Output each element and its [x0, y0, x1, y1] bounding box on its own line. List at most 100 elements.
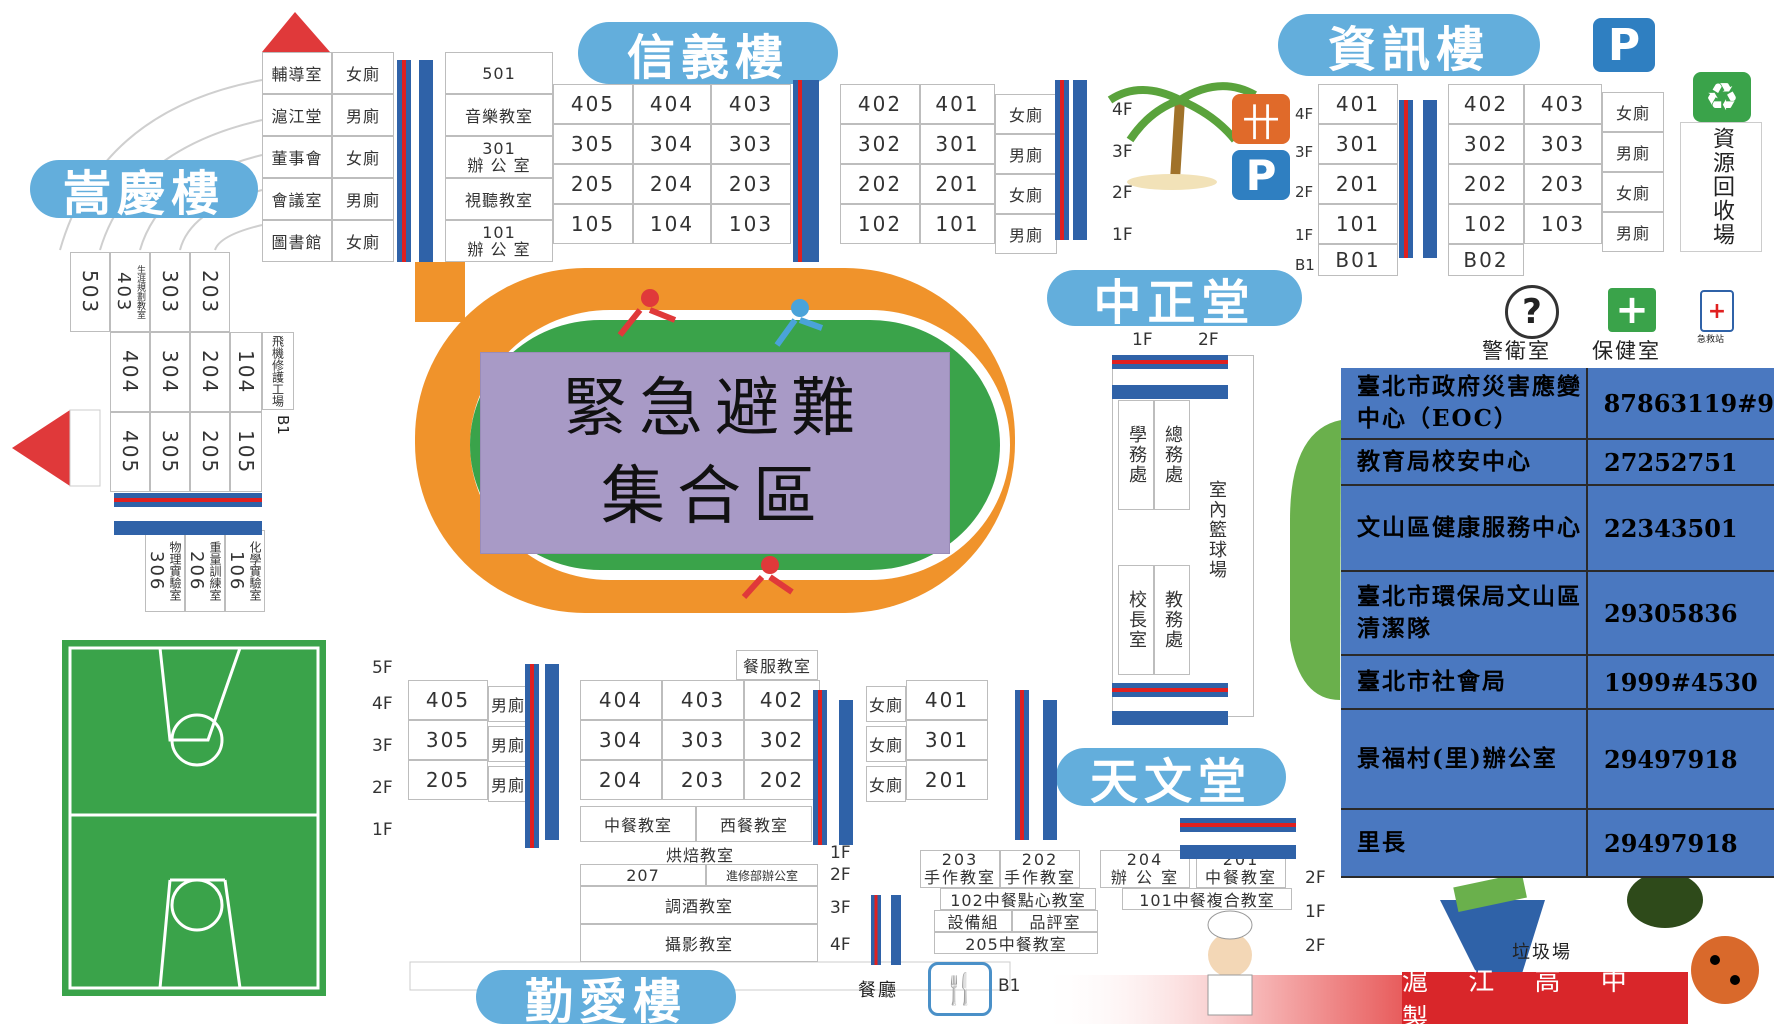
- room: 203: [190, 252, 230, 332]
- room: 輔導室: [262, 52, 332, 94]
- room: 204 辦 公 室: [1100, 850, 1190, 888]
- floor-label: 3F: [830, 898, 851, 918]
- room: 304: [633, 124, 711, 164]
- floor-label: 1F: [830, 843, 851, 863]
- floor-label: 2F: [1112, 183, 1133, 203]
- room: 104: [230, 332, 262, 412]
- room: 董事會: [262, 136, 332, 178]
- room: 202: [840, 164, 920, 204]
- contact-phone: 22343501: [1588, 486, 1774, 570]
- room: 男廁: [995, 134, 1057, 174]
- building-label-zhongzheng: 中正堂: [1047, 270, 1302, 331]
- health-room-label: 保健室: [1592, 339, 1661, 363]
- room: 302: [1448, 124, 1524, 164]
- room: 201 中餐教室: [1196, 850, 1286, 888]
- trash-label: 垃圾場: [1512, 942, 1572, 963]
- room: 203: [662, 760, 744, 800]
- room: 405: [408, 680, 488, 720]
- room: 305: [408, 720, 488, 760]
- floor-label: 2F: [830, 865, 851, 885]
- room: 405: [110, 412, 150, 492]
- help-icon: ?: [1505, 285, 1559, 339]
- contact-name: 里長: [1341, 810, 1588, 876]
- picnic-icon: 卄: [1232, 94, 1290, 145]
- room: 品評室: [1012, 910, 1098, 932]
- room-label: 辦 公 室: [1110, 868, 1180, 887]
- room: 103: [1524, 204, 1602, 244]
- room-number: 206: [186, 550, 207, 592]
- room: 201: [1318, 164, 1398, 204]
- contact-row: 里長 29497918: [1341, 810, 1774, 878]
- room-label: 手作教室: [923, 868, 996, 887]
- room-label: 辦 公 室: [467, 156, 531, 175]
- parking-icon: P: [1593, 18, 1655, 72]
- building-label-tianwen: 天文堂: [1056, 748, 1286, 810]
- room: 301: [1318, 124, 1398, 164]
- room: 403: [662, 680, 744, 720]
- room-label: 中餐教室: [1204, 868, 1277, 887]
- room-number: 202: [1021, 850, 1059, 869]
- room: 女廁: [1602, 92, 1664, 132]
- room: 301: [906, 720, 988, 760]
- contact-name: 景福村(里)辦公室: [1341, 710, 1588, 808]
- room-number: 203: [941, 850, 979, 869]
- room: 302: [840, 124, 920, 164]
- contact-phone: 27252751: [1588, 440, 1774, 484]
- floor-label: B1: [1295, 256, 1315, 274]
- room: 女廁: [332, 136, 394, 178]
- room: 總務處: [1154, 400, 1190, 510]
- floor-label: 3F: [372, 736, 393, 756]
- room: 101 辦 公 室: [445, 220, 553, 262]
- room: 103: [711, 204, 791, 244]
- parking-icon-2: P: [1232, 150, 1290, 200]
- room: 104: [633, 204, 711, 244]
- room: 401: [920, 84, 995, 124]
- room: 402: [840, 84, 920, 124]
- building-label-xinyi: 信義樓: [578, 22, 838, 86]
- contact-phone: 29497918: [1588, 810, 1774, 876]
- room: 305: [150, 412, 190, 492]
- floor-label: 3F: [1295, 143, 1314, 161]
- room: 204: [580, 760, 662, 800]
- room: 202: [1448, 164, 1524, 204]
- room: 男廁: [488, 726, 528, 762]
- room: 206 重量訓練室: [185, 530, 225, 612]
- room: 304: [580, 720, 662, 760]
- room: 101: [1318, 204, 1398, 244]
- room: 滬江堂: [262, 94, 332, 136]
- room: 調酒教室: [580, 886, 818, 924]
- restaurant-label: 餐廳: [858, 980, 898, 1001]
- contact-phone: 87863119#9: [1587, 368, 1774, 438]
- recycle-icon: ♻: [1693, 72, 1751, 122]
- recycle-label: 資源回收場: [1680, 122, 1762, 252]
- room: 圖書館: [262, 220, 332, 262]
- contact-phone: 29497918: [1588, 710, 1774, 808]
- room-number: 301: [482, 139, 516, 158]
- room-number: 106: [226, 550, 247, 592]
- room: 401: [1318, 84, 1398, 124]
- roof-triangle-top: [262, 12, 330, 52]
- room: 202 手作教室: [1000, 850, 1080, 888]
- room: 405: [553, 84, 633, 124]
- room: 205: [190, 412, 230, 492]
- room: 403 生涯規劃教室: [110, 252, 150, 332]
- room: 室內籃球場: [1206, 480, 1227, 580]
- room: 202: [744, 760, 820, 800]
- room: 105: [230, 412, 262, 492]
- floor-label: B1: [274, 415, 292, 435]
- room: 視聽教室: [445, 178, 553, 220]
- room: 403: [711, 84, 791, 124]
- room-number: 204: [1126, 850, 1164, 869]
- room: 203: [711, 164, 791, 204]
- maker-banner: 滬 江 高 中 製: [1402, 967, 1688, 1034]
- room: 會議室: [262, 178, 332, 220]
- room: 303: [711, 124, 791, 164]
- room: 302: [744, 720, 820, 760]
- room: 401: [906, 680, 988, 720]
- room: 101: [920, 204, 995, 244]
- contact-row: 臺北市社會局 1999#4530: [1341, 656, 1774, 710]
- room-label: 重量訓練室: [208, 541, 222, 601]
- floor-label: 2F: [1295, 183, 1314, 201]
- room: 烘焙教室: [665, 846, 734, 865]
- room: 攝影教室: [580, 924, 818, 962]
